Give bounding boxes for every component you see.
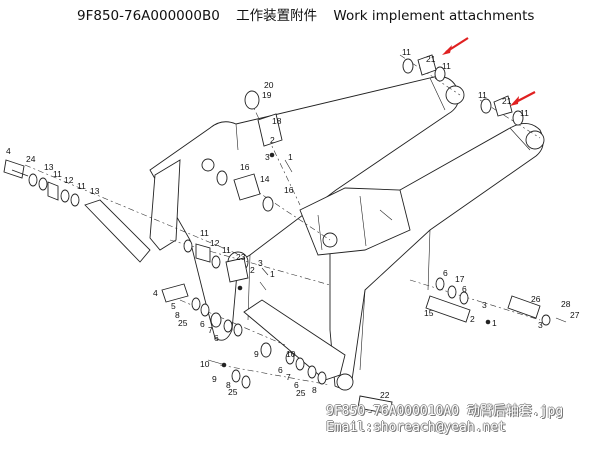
- callout-3: 3: [258, 258, 263, 268]
- callout-2: 2: [470, 314, 475, 324]
- callout-13: 13: [90, 186, 100, 196]
- callout-25: 25: [228, 387, 238, 397]
- callout-1: 1: [492, 318, 497, 328]
- diagram-title: 9F850-76A000000B0 工作装置附件 Work implement …: [77, 4, 546, 24]
- callout-1: 1: [288, 152, 293, 162]
- callout-1: 1: [270, 269, 275, 279]
- callout-8: 8: [312, 385, 317, 395]
- boom-structure: [84, 76, 545, 391]
- callout-2: 2: [250, 265, 255, 275]
- callout-11: 11: [478, 90, 487, 100]
- callout-25: 25: [296, 388, 306, 398]
- callout-9: 9: [212, 374, 217, 384]
- callout-11: 11: [77, 181, 86, 191]
- callout-6: 6: [278, 365, 283, 375]
- callout-16: 16: [240, 162, 250, 172]
- callout-27: 27: [570, 310, 580, 320]
- lower-left-set: [161, 283, 243, 337]
- callout-11: 11: [222, 245, 231, 255]
- callout-26: 26: [531, 294, 541, 304]
- right-pin-set: [425, 277, 567, 326]
- callout-23: 23: [236, 252, 246, 262]
- callout-3: 3: [538, 320, 543, 330]
- callout-12: 12: [210, 238, 220, 248]
- callout-13: 13: [44, 162, 54, 172]
- lower-middle-set: [207, 342, 327, 389]
- callout-22: 22: [380, 390, 390, 400]
- upper-pin-set: [216, 90, 293, 212]
- part-code: 9F850-76A000000B0: [77, 8, 220, 24]
- callout-3: 3: [265, 152, 270, 162]
- callout-6: 6: [462, 284, 467, 294]
- callout-7: 7: [286, 372, 291, 382]
- callout-6: 6: [200, 319, 205, 329]
- callout-2: 2: [270, 135, 275, 145]
- callout-12: 12: [64, 175, 74, 185]
- callout-4: 4: [6, 146, 11, 156]
- callout-11: 11: [53, 169, 62, 179]
- highlight-arrows: [442, 37, 536, 106]
- callout-28: 28: [561, 299, 571, 309]
- title-chinese: 工作装置附件: [236, 8, 318, 24]
- callout-4: 4: [153, 288, 158, 298]
- watermark-email: Email:shoreach@yeah.net: [326, 420, 507, 435]
- callout-11: 11: [442, 61, 451, 71]
- callout-11: 11: [520, 108, 529, 118]
- bottom-pin-set: [357, 395, 393, 415]
- callout-16: 16: [284, 185, 294, 195]
- callout-18: 18: [272, 116, 282, 126]
- callout-labels: 11 21 11 11 21 11 20 19 18 2 3 1 16 14 1…: [6, 47, 580, 400]
- callout-8: 8: [175, 310, 180, 320]
- callout-15: 15: [424, 308, 434, 318]
- callout-10: 10: [200, 359, 210, 369]
- callout-21: 21: [426, 54, 436, 64]
- callout-10: 10: [286, 349, 296, 359]
- callout-14: 14: [260, 174, 270, 184]
- callout-24: 24: [26, 154, 36, 164]
- callout-11: 11: [200, 228, 209, 238]
- callout-25: 25: [178, 318, 188, 328]
- callout-6: 6: [214, 333, 219, 343]
- top-bushing-set: [402, 54, 524, 126]
- callout-17: 17: [455, 274, 465, 284]
- callout-11: 11: [402, 47, 411, 57]
- title-english: Work implement attachments: [333, 8, 535, 24]
- watermark-filename: 9F850-76A000010A0 动臂后轴套.jpg: [326, 404, 564, 419]
- callout-3: 3: [482, 300, 487, 310]
- left-pin-set: [3, 159, 80, 207]
- callout-21: 21: [502, 96, 512, 106]
- callout-19: 19: [262, 90, 272, 100]
- middle-pin-set: [183, 239, 269, 291]
- callout-6: 6: [443, 268, 448, 278]
- callout-7: 7: [208, 325, 213, 335]
- callout-5: 5: [171, 301, 176, 311]
- callout-6: 6: [294, 380, 299, 390]
- callout-8: 8: [226, 380, 231, 390]
- callout-9: 9: [254, 349, 259, 359]
- callout-20: 20: [264, 80, 274, 90]
